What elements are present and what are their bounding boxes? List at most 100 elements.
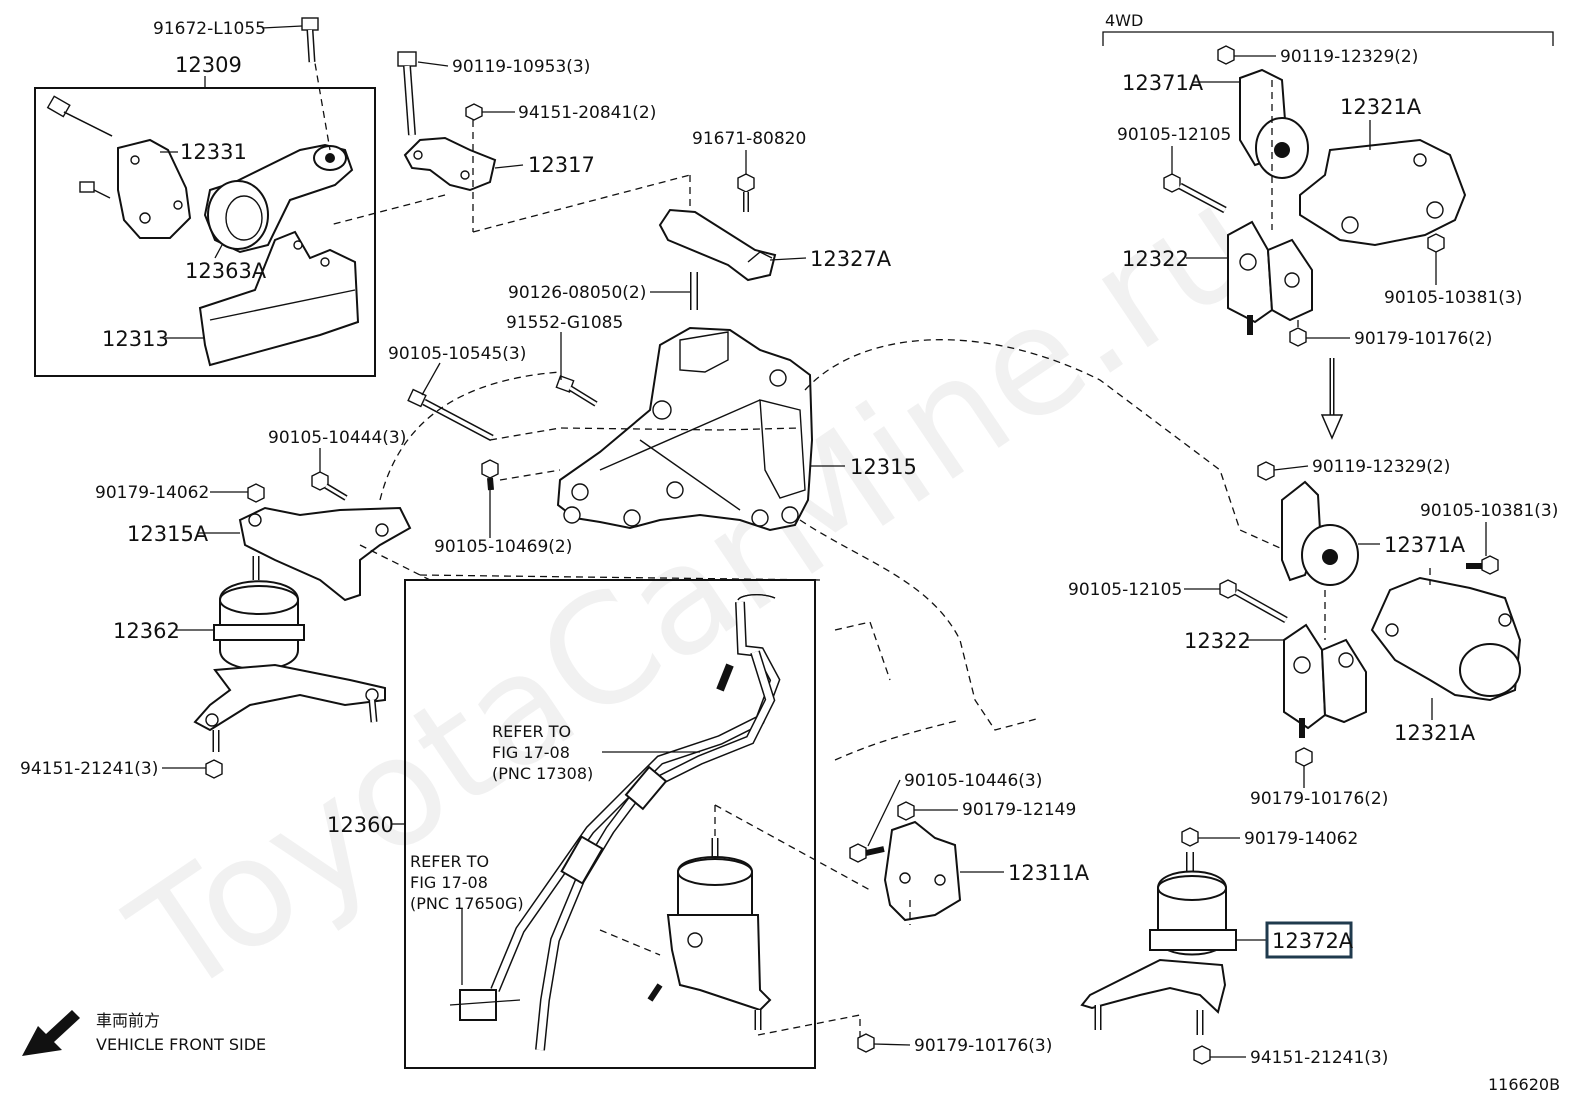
assembly-12309-group (34, 39, 376, 377)
label-12317[interactable]: 12317 (528, 153, 595, 177)
nut-90179-12149 (897, 801, 915, 821)
bolt-90105-10381-a (1427, 233, 1445, 253)
label-90105-12105-b[interactable]: 90105-12105 (1068, 580, 1182, 600)
mount-12371A-b (1301, 524, 1359, 586)
label-94151-21241-left[interactable]: 94151-21241(3) (20, 759, 158, 779)
bolt-90105-12105-b (1219, 579, 1288, 624)
label-90105-10545[interactable]: 90105-10545(3) (388, 344, 526, 364)
nut-94151-21241-right (1193, 1045, 1211, 1065)
label-90179-12149[interactable]: 90179-12149 (962, 800, 1076, 820)
mount-12371A-a (1255, 117, 1309, 179)
nut-90179-10176-bottom (857, 1033, 875, 1053)
bolt-icon (737, 173, 755, 212)
dashed-guides-center (379, 339, 1281, 761)
refer-17308-line1[interactable]: REFER TO (492, 722, 571, 741)
bolt-90105-10446 (849, 843, 885, 863)
arrow-down-icon (1320, 358, 1344, 440)
bracket-12317 (403, 136, 497, 192)
label-12311A[interactable]: 12311A (1008, 861, 1090, 885)
label-90105-10469[interactable]: 90105-10469(2) (434, 537, 572, 557)
bracket-12327A-group (658, 173, 777, 282)
label-90105-10381-a[interactable]: 90105-10381(3) (1384, 288, 1522, 308)
label-90179-14062-right[interactable]: 90179-14062 (1244, 829, 1358, 849)
label-94151-21241-right[interactable]: 94151-21241(3) (1250, 1048, 1388, 1068)
refer-17308-line3[interactable]: (PNC 17308) (492, 764, 593, 783)
label-90105-12105-a[interactable]: 90105-12105 (1117, 125, 1231, 145)
highlight-12372A[interactable] (1265, 921, 1353, 959)
label-90179-10176-bottom[interactable]: 90179-10176(3) (914, 1036, 1052, 1056)
figure-number: 116620B (1488, 1075, 1560, 1094)
nut-90179-14062-right (1181, 827, 1199, 847)
bolt-90119-12329-a (1217, 45, 1235, 65)
vehicle-front-arrow-icon (22, 1010, 80, 1056)
bracket-12322-a (1227, 220, 1313, 335)
label-90105-10444[interactable]: 90105-10444(3) (268, 428, 406, 448)
vehicle-front-label-en: VEHICLE FRONT SIDE (96, 1035, 266, 1054)
label-12315A[interactable]: 12315A (127, 522, 209, 546)
label-94151-20841[interactable]: 94151-20841(2) (518, 103, 656, 123)
label-90105-10381-b[interactable]: 90105-10381(3) (1420, 501, 1558, 521)
label-12321A-b[interactable]: 12321A (1394, 721, 1476, 745)
nut-90179-14062-left (247, 483, 265, 503)
assembly-12360-group (404, 579, 871, 1069)
label-90179-10176-b[interactable]: 90179-10176(2) (1250, 789, 1388, 809)
vehicle-front-label-jp: 車両前方 (96, 1011, 160, 1030)
label-12372A[interactable]: 12372A (1272, 929, 1354, 953)
refer-17650G-line2[interactable]: FIG 17-08 (410, 873, 488, 892)
label-12327A[interactable]: 12327A (810, 247, 892, 271)
bracket-12321A-a (1299, 138, 1467, 247)
label-12322-b[interactable]: 12322 (1184, 629, 1251, 653)
bracket-12321A-b (1370, 576, 1522, 702)
label-91552-G1085[interactable]: 91552-G1085 (506, 313, 623, 333)
nut-90179-10176-a (1289, 327, 1307, 347)
label-12360[interactable]: 12360 (327, 813, 394, 837)
label-12362[interactable]: 12362 (113, 619, 180, 643)
label-12313[interactable]: 12313 (102, 327, 169, 351)
label-12315[interactable]: 12315 (850, 455, 917, 479)
bracket-12315A (238, 506, 412, 602)
label-90119-12329-a[interactable]: 90119-12329(2) (1280, 47, 1418, 67)
label-91672-L1055[interactable]: 91672-L1055 (153, 19, 266, 39)
bolt-90105-10469 (481, 459, 499, 491)
mount-12362 (193, 556, 386, 752)
leader-lines (160, 25, 1487, 1058)
label-90119-10953[interactable]: 90119-10953(3) (452, 57, 590, 77)
label-91671-80820[interactable]: 91671-80820 (692, 129, 806, 149)
bolt-91552-G1085 (555, 375, 598, 407)
bolt-icon (79, 181, 111, 199)
label-90119-12329-b[interactable]: 90119-12329(2) (1312, 457, 1450, 477)
part-labels: 91672-L1055 12309 12331 12363A 12313 901… (20, 11, 1560, 1094)
bracket-12311A (883, 820, 962, 922)
refer-17650G-line1[interactable]: REFER TO (410, 852, 489, 871)
nut-icon (465, 103, 483, 121)
label-12309[interactable]: 12309 (175, 53, 242, 77)
label-90105-10446[interactable]: 90105-10446(3) (904, 771, 1042, 791)
refer-17650G-line3[interactable]: (PNC 17650G) (410, 894, 524, 913)
section-4wd (1102, 31, 1554, 46)
bolt-icon (397, 51, 417, 136)
mount-12360 (647, 838, 772, 1030)
bracket-12327A (658, 208, 777, 282)
label-12322-a[interactable]: 12322 (1122, 247, 1189, 271)
nut-94151-21241-left (205, 759, 223, 779)
bolt-90105-10381-b (1466, 555, 1499, 575)
bolt-90105-10444 (311, 471, 348, 501)
label-12371A-b[interactable]: 12371A (1384, 533, 1466, 557)
mount-12363A (203, 143, 354, 254)
bracket-12313 (198, 230, 360, 367)
bracket-12317-group (329, 51, 691, 233)
bolt-icon (46, 95, 113, 137)
label-90179-14062-left[interactable]: 90179-14062 (95, 483, 209, 503)
nut-90179-10176-b (1295, 747, 1313, 767)
label-12331[interactable]: 12331 (180, 140, 247, 164)
label-12371A-a[interactable]: 12371A (1122, 71, 1204, 95)
refer-17308-line2[interactable]: FIG 17-08 (492, 743, 570, 762)
label-12363A[interactable]: 12363A (185, 259, 267, 283)
label-90126-08050[interactable]: 90126-08050(2) (508, 283, 646, 303)
valve-icon (459, 989, 497, 1021)
mount-12372A (1080, 852, 1237, 1035)
label-90179-10176-a[interactable]: 90179-10176(2) (1354, 329, 1492, 349)
label-12321A-a[interactable]: 12321A (1340, 95, 1422, 119)
